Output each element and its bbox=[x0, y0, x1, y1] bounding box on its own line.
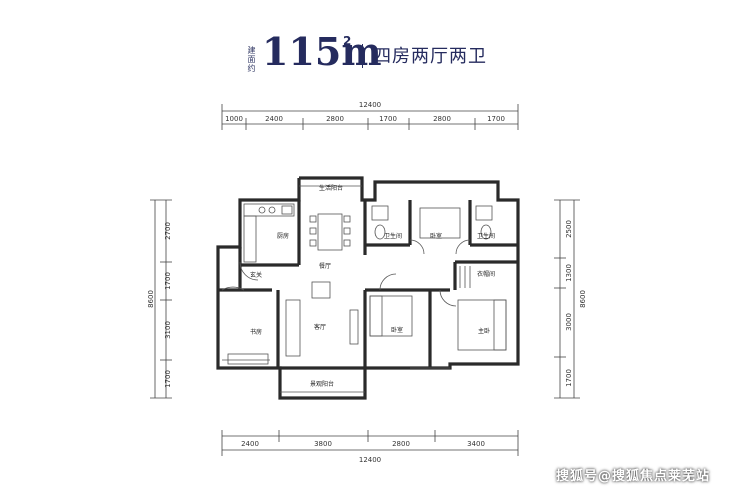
walls bbox=[216, 176, 520, 400]
room-labels: 生活阳台 厨房 餐厅 玄关 书房 客厅 景观阳台 卫生间 卧室 卫生间 衣帽间 … bbox=[250, 184, 495, 388]
dim-right-total: 8600 bbox=[579, 290, 587, 308]
room-closet: 衣帽间 bbox=[477, 270, 495, 278]
dim-bottom-2: 3800 bbox=[314, 440, 332, 448]
dim-bottom-3: 2800 bbox=[392, 440, 410, 448]
area-unit-superscript: 2 bbox=[343, 34, 352, 48]
room-bedroom-1: 卧室 bbox=[430, 232, 442, 240]
dim-left-total: 8600 bbox=[147, 290, 155, 308]
room-family-balcony: 景观阳台 bbox=[310, 380, 334, 388]
dim-right-1: 2500 bbox=[565, 220, 573, 238]
dim-right-4: 1700 bbox=[565, 369, 573, 387]
area-prefix: 建面约 bbox=[247, 46, 256, 73]
plan-header: 建面约 115m 2 四房两厅两卫 bbox=[0, 30, 740, 80]
dim-top-4: 1700 bbox=[379, 115, 397, 123]
room-living: 客厅 bbox=[314, 323, 326, 331]
fixtures bbox=[221, 185, 507, 393]
dim-left-4: 1700 bbox=[164, 370, 172, 388]
dim-left-3: 3100 bbox=[164, 321, 172, 339]
dim-right-2: 1300 bbox=[565, 264, 573, 282]
room-kitchen: 厨房 bbox=[277, 232, 289, 240]
room-master-bedroom: 主卧 bbox=[478, 327, 490, 335]
room-bedroom-2: 卧室 bbox=[391, 326, 403, 334]
dim-left-1: 2700 bbox=[164, 222, 172, 240]
dim-bottom-total: 12400 bbox=[359, 456, 381, 464]
dimension-labels: 12400 1000 2400 2800 1700 2800 1700 2400… bbox=[147, 101, 587, 464]
room-bathroom-2: 卫生间 bbox=[477, 232, 495, 240]
dim-bottom-1: 2400 bbox=[241, 440, 259, 448]
dim-top-3: 2800 bbox=[326, 115, 344, 123]
dim-bottom-4: 3400 bbox=[467, 440, 485, 448]
room-entrance: 玄关 bbox=[250, 271, 262, 279]
dim-top-total: 12400 bbox=[359, 101, 381, 109]
layout-name: 四房两厅两卫 bbox=[373, 46, 487, 67]
room-study: 书房 bbox=[250, 328, 262, 336]
dimension-lines bbox=[150, 104, 580, 456]
room-dining: 餐厅 bbox=[319, 262, 331, 270]
dim-right-3: 3000 bbox=[565, 313, 573, 331]
area-value: 115m bbox=[262, 29, 382, 74]
dim-top-6: 1700 bbox=[487, 115, 505, 123]
dim-top-2: 2400 bbox=[265, 115, 283, 123]
dim-top-5: 2800 bbox=[433, 115, 451, 123]
room-bathroom-1: 卫生间 bbox=[384, 232, 402, 240]
header-separator bbox=[362, 44, 363, 68]
dim-top-1: 1000 bbox=[225, 115, 243, 123]
watermark: 搜狐号@搜狐焦点莱芜站 bbox=[556, 469, 711, 484]
dim-left-2: 1700 bbox=[164, 272, 172, 290]
room-utility-balcony: 生活阳台 bbox=[319, 184, 343, 192]
